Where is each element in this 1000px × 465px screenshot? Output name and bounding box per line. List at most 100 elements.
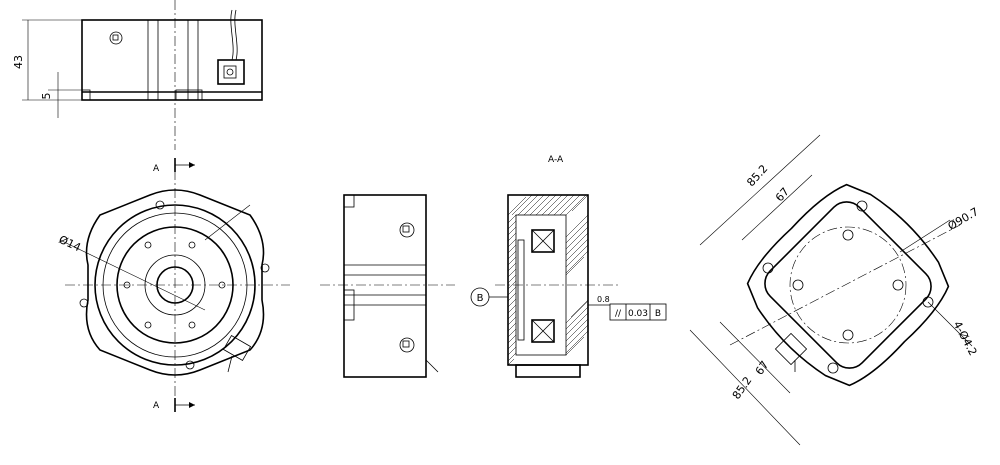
top-view: 43 5 — [12, 0, 263, 150]
section-hatching — [507, 194, 589, 366]
rotated-view-hole — [842, 329, 854, 341]
front-view-mount-hole — [155, 200, 165, 210]
hatch-line — [507, 334, 517, 344]
hatch-line — [507, 226, 517, 236]
rotated-view: 85.2 67 Ø90.7 4-Ø4.2 67 85.2 — [689, 134, 981, 446]
hatch-line — [513, 214, 517, 218]
hatch-line — [507, 304, 517, 314]
section-shaft — [517, 239, 525, 341]
hatch-line — [511, 194, 533, 216]
bearing-bottom-cross — [531, 319, 555, 343]
hatch-line — [541, 194, 563, 216]
hatch-line — [507, 292, 517, 302]
hatch-line — [507, 220, 517, 230]
rotated-view-hole — [842, 229, 854, 241]
dim-line-outer-bottom — [689, 329, 801, 446]
hatch-line — [507, 316, 517, 326]
side-view-notch — [343, 194, 355, 208]
hatch-line — [565, 194, 587, 216]
rotated-view-pitch-circle — [789, 226, 907, 344]
hatch-line — [565, 300, 589, 324]
datum-label: B — [477, 293, 484, 304]
rotated-view-mount-hole — [922, 296, 934, 308]
front-view-hole — [144, 241, 152, 249]
hatch-line — [529, 194, 551, 216]
cable-wire — [234, 9, 238, 61]
hatch-line — [565, 312, 589, 336]
hatch-line — [507, 262, 517, 272]
hatch-line — [565, 336, 585, 356]
dim-text-inner-top: 67 — [773, 185, 792, 204]
hatch-line — [507, 286, 517, 296]
hatch-line — [565, 318, 589, 342]
hatch-line — [507, 352, 517, 362]
front-view-outer-contour — [85, 189, 265, 376]
top-view-outline — [81, 19, 263, 101]
front-view-hole — [144, 321, 152, 329]
side-view-screw-slot — [402, 225, 410, 233]
rotated-view-mount-hole — [827, 362, 839, 374]
section-marker-top: A — [153, 164, 160, 174]
section-arrow-head — [189, 162, 195, 168]
hatch-line — [565, 232, 589, 256]
hatch-line — [507, 298, 517, 308]
dim-text-outer-top: 85.2 — [744, 162, 770, 189]
hatch-line — [507, 274, 517, 284]
hatch-line — [507, 232, 517, 242]
dim-text-holes: 4-Ø4.2 — [951, 319, 980, 358]
hatch-line — [565, 330, 589, 354]
hatch-line — [582, 299, 589, 306]
rotated-view-body — [764, 201, 932, 369]
hatch-line — [535, 194, 557, 216]
dim-text-height-base: 5 — [40, 93, 53, 100]
tolerance-datum: B — [655, 309, 661, 319]
hatch-line — [565, 220, 589, 244]
hatch-line — [507, 244, 517, 254]
hatch-line — [507, 268, 517, 278]
hatch-line — [565, 250, 589, 274]
rotated-view-mount-hole — [856, 200, 868, 212]
rotated-view-connector — [774, 332, 808, 366]
rotated-view-hole — [892, 279, 904, 291]
hatch-line — [583, 194, 589, 200]
connector-pin — [226, 68, 234, 76]
dim-leader-holes — [927, 301, 973, 347]
connector-block — [217, 59, 245, 85]
top-view-screw-hole — [109, 31, 123, 45]
dim-text-pitch-circle: Ø90.7 — [946, 205, 981, 233]
hatch-line — [507, 256, 517, 266]
side-view-screw-slot — [402, 340, 410, 348]
dim-text-outer-bottom: 85.2 — [730, 374, 755, 402]
dim-line-inner-top — [741, 174, 813, 241]
hatch-line — [507, 280, 517, 290]
hatch-line — [565, 226, 589, 250]
dim-text-shaft-diameter: Ø14 — [57, 233, 83, 254]
side-view-cable — [425, 359, 439, 373]
tolerance-value: 0.03 — [628, 309, 648, 319]
bearing-bottom — [531, 319, 555, 343]
rotated-view-centerline — [729, 224, 961, 346]
section-leader — [204, 204, 251, 241]
hatch-line — [565, 238, 589, 262]
dim-leader-pitch — [899, 219, 951, 253]
top-view-screw-slot — [112, 34, 119, 41]
front-view: Ø14 A A — [57, 158, 290, 412]
hatch-line — [565, 324, 589, 348]
front-view-mount-hole — [260, 263, 270, 273]
top-view-foot — [175, 89, 203, 101]
dim-text-height-total: 43 — [12, 55, 25, 69]
hatch-line — [507, 238, 517, 248]
tolerance-frame — [609, 303, 667, 321]
hatch-line — [507, 196, 527, 216]
bearing-top — [531, 229, 555, 253]
dim-line-outer-top — [699, 134, 821, 246]
hatch-line — [583, 214, 589, 220]
front-view-connector — [222, 335, 252, 361]
hatch-line — [553, 194, 575, 216]
dim-line-inner-bottom — [719, 321, 791, 394]
hatch-line — [565, 306, 589, 330]
front-view-hole — [188, 241, 196, 249]
hatch-line — [507, 250, 517, 260]
bearing-top-cross — [531, 229, 555, 253]
